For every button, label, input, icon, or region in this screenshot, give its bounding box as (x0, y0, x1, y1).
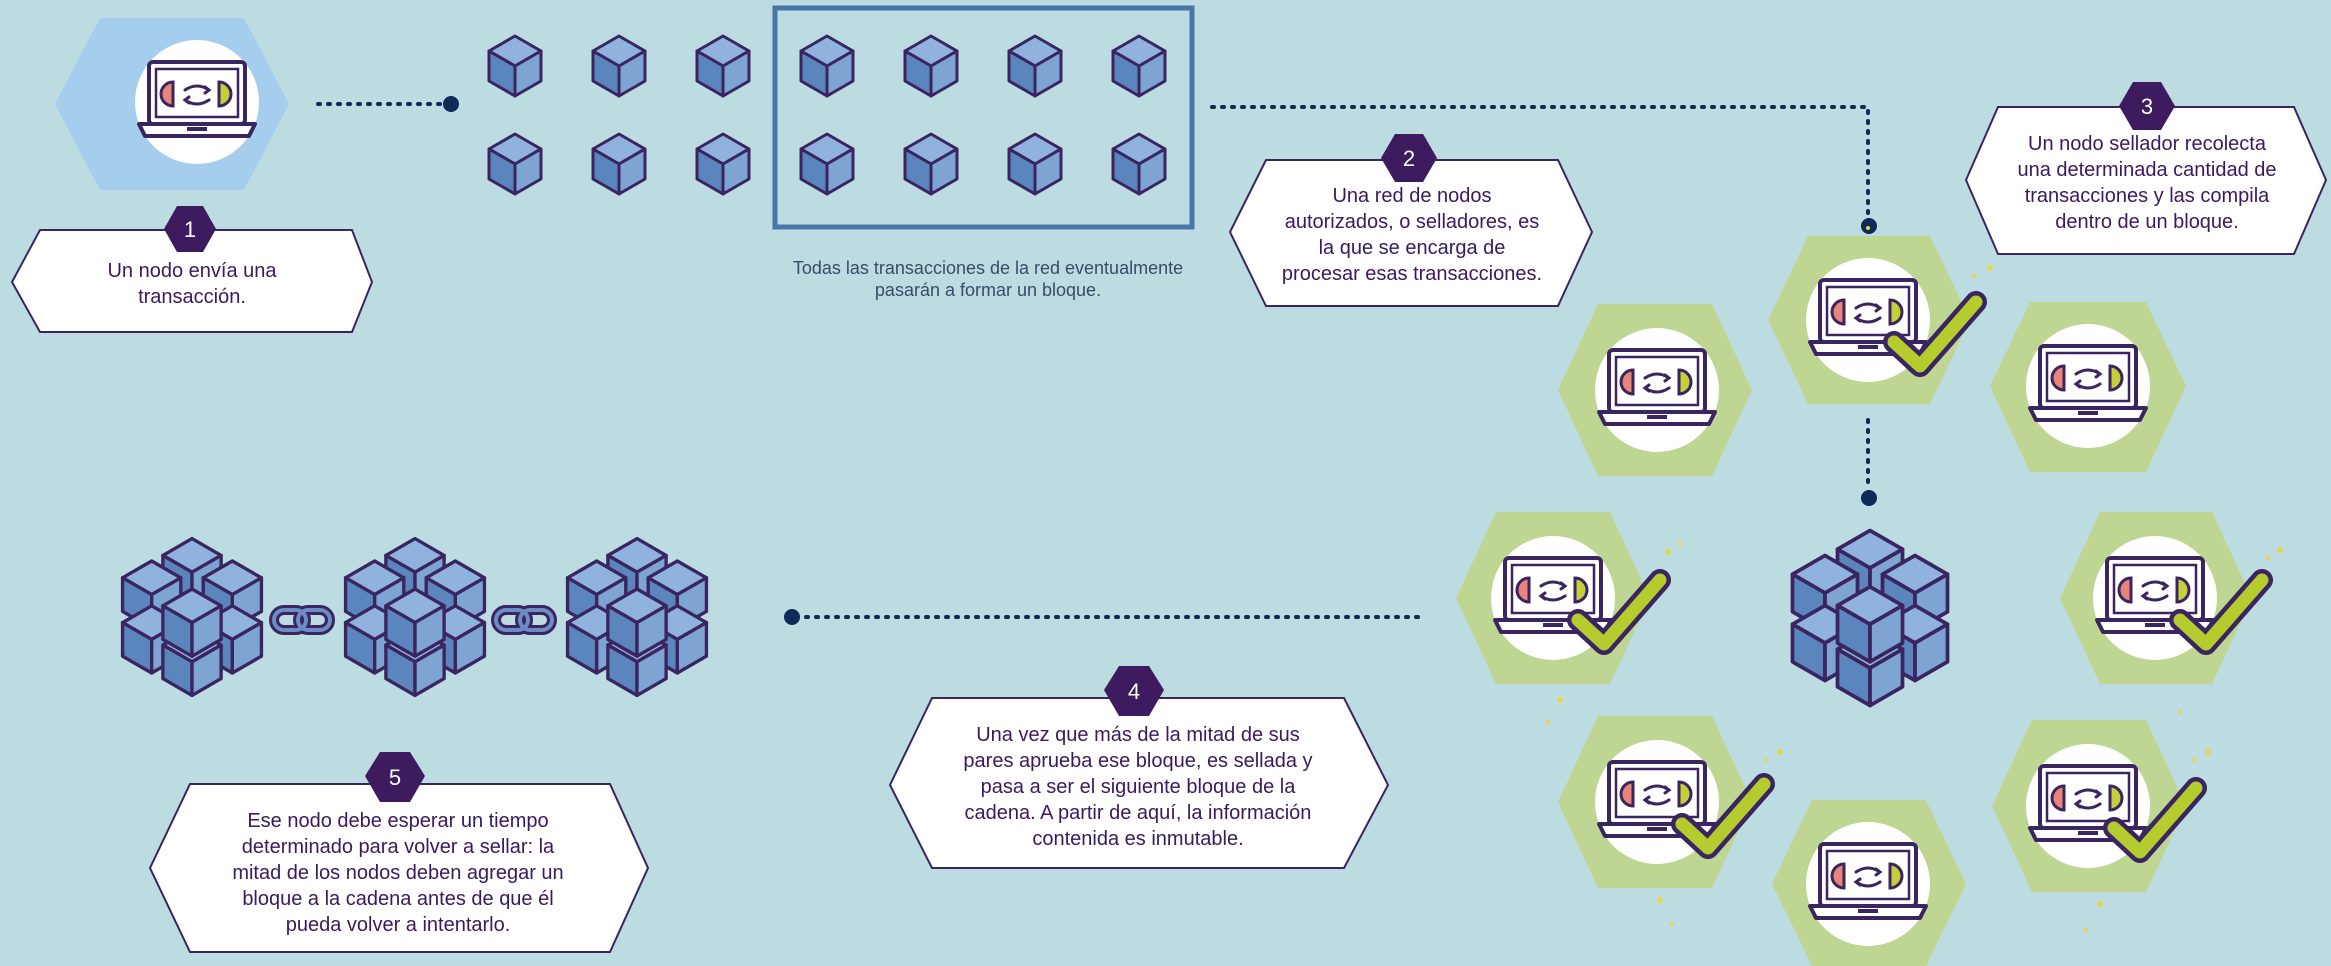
transaction-cube-icon (487, 132, 543, 196)
node-bottom-center (1772, 800, 1966, 966)
chain-link-icon (274, 610, 330, 630)
transaction-cube-icon (1111, 34, 1167, 98)
step-5-caption: 5 Ese nodo debe esperar un tiempo determ… (148, 752, 650, 953)
step-4-line-3: pasa a ser el siguiente bloque de la (981, 776, 1297, 798)
step-3-number: 3 (2141, 94, 2153, 119)
block-2-icon (346, 539, 485, 696)
step-2-number: 2 (1403, 146, 1415, 171)
laptop-icon (133, 38, 261, 166)
sealer-network (1456, 226, 2283, 966)
transaction-cube-icon (695, 34, 751, 98)
step-4-caption: 4 Una vez que más de la mitad de sus par… (888, 666, 1390, 869)
step-2-caption: 2 Una red de nodos autorizados, o sellad… (1228, 134, 1594, 307)
node-mid-right (2060, 512, 2262, 684)
step-5-line-4: bloque a la cadena antes de que él (242, 888, 553, 910)
step-3-line-3: transacciones y las compila (2025, 185, 2270, 207)
dotted-connector-2 (1210, 105, 1877, 234)
laptop-icon (1593, 326, 1721, 454)
step-2-line-3: la que se encarga de (1319, 237, 1506, 259)
step-1-badge (164, 206, 216, 252)
blockchain (123, 539, 707, 696)
step-2-line-2: autorizados, o selladores, es (1285, 211, 1540, 233)
node-bottom-left (1558, 716, 1764, 888)
step-3-line-4: dentro de un bloque. (2055, 211, 2239, 233)
sender-node (55, 18, 289, 190)
step-3-caption: 3 Un nodo sellador recolecta una determi… (1964, 82, 2328, 255)
transaction-cube-icon (695, 132, 751, 196)
step-4-number: 4 (1128, 679, 1140, 704)
step-2-badge (1381, 134, 1437, 182)
step-4-line-4: cadena. A partir de aquí, la información (965, 802, 1312, 824)
block-1-icon (123, 539, 262, 696)
block-3-icon (568, 539, 707, 696)
step-1-caption: 1 Un nodo envía una transacción. (10, 206, 374, 333)
step-5-number: 5 (389, 765, 401, 790)
node-mid-left (1456, 512, 1660, 684)
step-5-line-5: pueda volver a intentarlo. (286, 914, 511, 936)
transaction-cube-icon (1111, 132, 1167, 196)
transaction-cube-icon (487, 34, 543, 98)
step-5-line-2: determinado para volver a sellar: la (242, 836, 555, 858)
step-3-badge (2119, 82, 2175, 130)
laptop-icon (2024, 322, 2152, 450)
pool-note-line-2: pasarán a formar un bloque. (875, 280, 1101, 300)
sparkles (1546, 226, 2283, 932)
transaction-cube-icon (591, 132, 647, 196)
laptop-icon (1804, 820, 1932, 948)
transaction-cube-icon (591, 34, 647, 98)
node-top-right (1990, 302, 2186, 472)
step-4-line-5: contenida es inmutable. (1032, 828, 1243, 850)
transaction-cube-icon (799, 34, 855, 98)
step-4-line-2: pares aprueba ese bloque, es sellada y (963, 750, 1312, 772)
transaction-pool: Todas las transacciones de la red eventu… (487, 5, 1195, 300)
step-5-badge (365, 752, 425, 802)
step-5-line-1: Ese nodo debe esperar un tiempo (247, 810, 548, 832)
pool-note-line-1: Todas las transacciones de la red eventu… (793, 258, 1183, 278)
transaction-cube-icon (1007, 34, 1063, 98)
step-2-line-4: procesar esas transacciones. (1282, 263, 1542, 285)
step-3-line-1: Un nodo sellador recolecta (2028, 133, 2267, 155)
new-block-icon (1793, 531, 1948, 706)
sealer-node (1768, 236, 1976, 404)
step-5-line-3: mitad de los nodos deben agregar un (232, 862, 563, 884)
step-1-number: 1 (184, 217, 196, 242)
transaction-cube-icon (903, 132, 959, 196)
step-1-line-2: transacción. (138, 286, 246, 308)
transaction-cube-icon (903, 34, 959, 98)
step-4-line-1: Una vez que más de la mitad de sus (976, 724, 1300, 746)
step-1-line-1: Un nodo envía una (107, 260, 277, 282)
chain-link-icon (496, 610, 552, 630)
step-2-line-1: Una red de nodos (1332, 185, 1491, 207)
transaction-cube-icon (799, 132, 855, 196)
pool-frame (772, 5, 1195, 230)
dotted-connector-1 (316, 96, 459, 112)
node-bottom-right (1992, 720, 2196, 892)
step-3-line-2: una determinada cantidad de (2017, 159, 2276, 181)
transaction-cube-icon (1007, 132, 1063, 196)
dotted-connector-3 (784, 609, 1420, 625)
node-top-left (1558, 304, 1752, 476)
step-4-badge (1104, 666, 1164, 716)
